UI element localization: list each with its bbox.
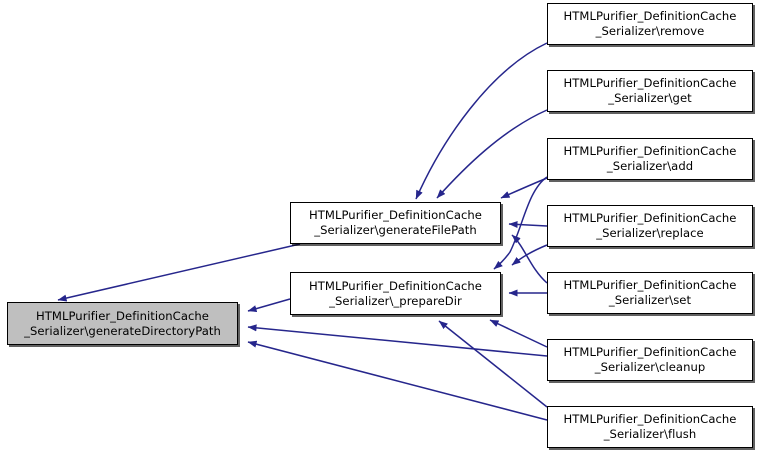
edge-replace-to-generateFilePath	[508, 220, 548, 228]
node-set[interactable]: HTMLPurifier_DefinitionCache _Serializer…	[547, 272, 753, 314]
node-label: HTMLPurifier_DefinitionCache _Serializer…	[563, 345, 737, 374]
edge-cleanup-to-_prepareDir	[489, 319, 548, 348]
node-label: HTMLPurifier_DefinitionCache _Serializer…	[24, 308, 221, 338]
node-label: HTMLPurifier_DefinitionCache _Serializer…	[563, 9, 737, 38]
edge-add-to-_prepareDir	[493, 176, 548, 270]
node-label: HTMLPurifier_DefinitionCache _Serializer…	[309, 278, 482, 308]
node-replace[interactable]: HTMLPurifier_DefinitionCache _Serializer…	[547, 205, 753, 247]
node-label: HTMLPurifier_DefinitionCache _Serializer…	[563, 144, 737, 173]
node-label: HTMLPurifier_DefinitionCache _Serializer…	[563, 412, 737, 441]
edge-_prepareDir-to-generateDirectoryPath	[247, 298, 291, 313]
node-label: HTMLPurifier_DefinitionCache _Serializer…	[563, 211, 737, 240]
node-get[interactable]: HTMLPurifier_DefinitionCache _Serializer…	[547, 70, 753, 112]
node-label: HTMLPurifier_DefinitionCache _Serializer…	[309, 208, 482, 237]
edge-flush-to-_prepareDir	[438, 320, 548, 408]
edge-cleanup-to-generateDirectoryPath	[247, 324, 548, 357]
node-label: HTMLPurifier_DefinitionCache _Serializer…	[563, 278, 737, 307]
node-_prepareDir[interactable]: HTMLPurifier_DefinitionCache _Serializer…	[290, 272, 501, 315]
node-remove[interactable]: HTMLPurifier_DefinitionCache _Serializer…	[547, 3, 753, 45]
edge-set-to-generateFilePath	[511, 234, 548, 284]
edge-replace-to-_prepareDir	[511, 244, 548, 266]
node-add[interactable]: HTMLPurifier_DefinitionCache _Serializer…	[547, 138, 753, 180]
node-cleanup[interactable]: HTMLPurifier_DefinitionCache _Serializer…	[547, 339, 753, 381]
edge-flush-to-generateDirectoryPath	[247, 340, 548, 421]
node-label: HTMLPurifier_DefinitionCache _Serializer…	[563, 76, 737, 105]
edge-get-to-generateFilePath	[436, 109, 548, 199]
edge-remove-to-generateFilePath	[415, 42, 548, 200]
node-generateDirectoryPath[interactable]: HTMLPurifier_DefinitionCache _Serializer…	[7, 302, 238, 345]
node-flush[interactable]: HTMLPurifier_DefinitionCache _Serializer…	[547, 406, 753, 448]
edge-add-to-generateFilePath	[500, 177, 548, 199]
node-generateFilePath[interactable]: HTMLPurifier_DefinitionCache _Serializer…	[290, 202, 501, 244]
edge-generateFilePath-to-generateDirectoryPath	[57, 243, 301, 302]
